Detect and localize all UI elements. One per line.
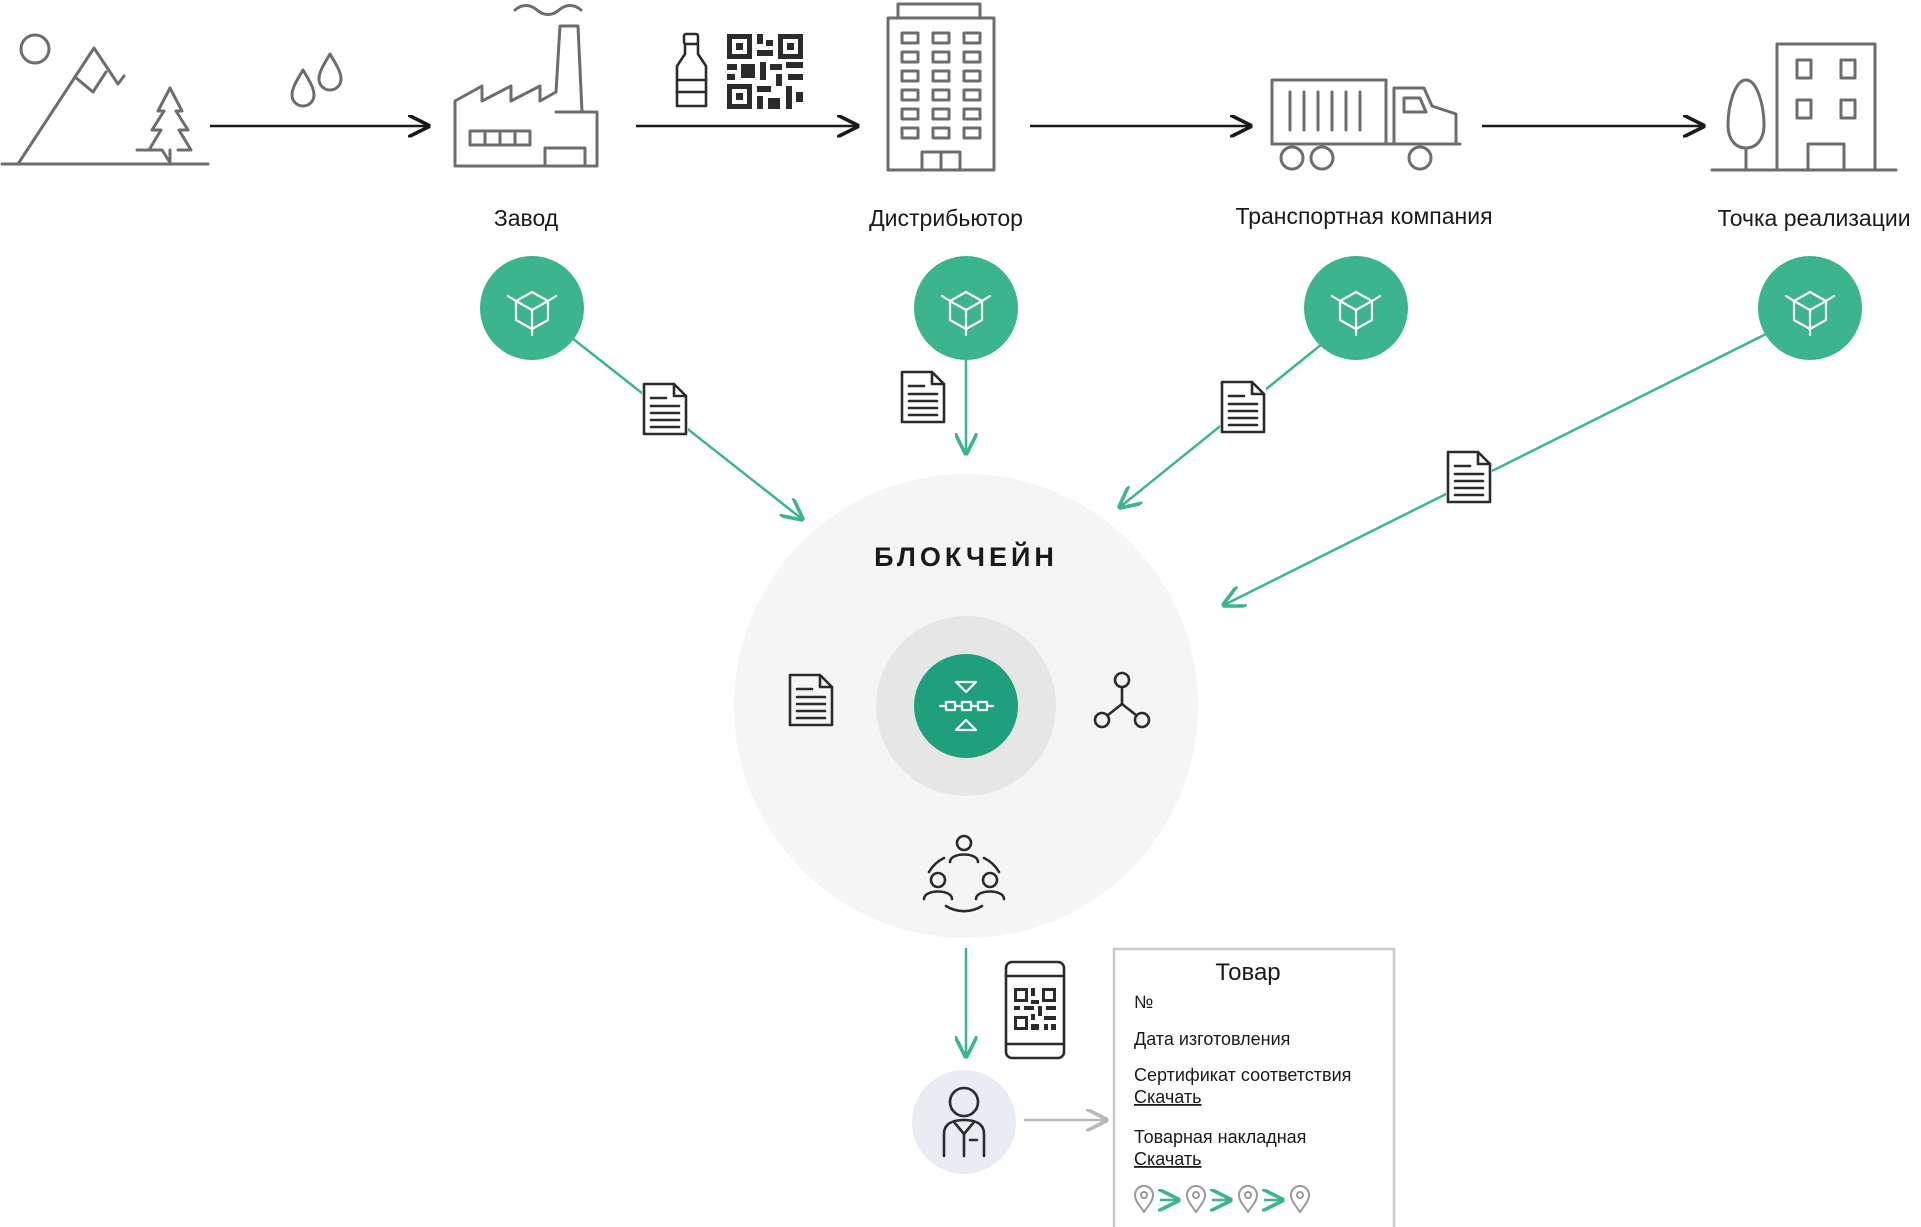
document-icon xyxy=(900,370,946,426)
cube-node-icon xyxy=(912,254,1020,362)
network-icon xyxy=(1093,671,1151,729)
blockchain-title: БЛОКЧЕЙН xyxy=(874,541,1058,572)
qr-code-icon xyxy=(727,34,803,109)
route-pins-icon xyxy=(1134,1185,1310,1213)
invoice-download-link[interactable]: Скачать xyxy=(1134,1149,1202,1169)
document-icon xyxy=(1446,450,1492,506)
certificate-label: Сертификат соответствия xyxy=(1134,1065,1351,1085)
office-building-icon xyxy=(886,2,996,172)
product-card xyxy=(1112,947,1396,1227)
stage-label-distributor: Дистрибьютор xyxy=(869,205,1023,231)
cube-node-icon xyxy=(478,254,586,362)
people-network-icon xyxy=(922,834,1006,913)
stage-label-factory: Завод xyxy=(494,205,559,231)
product-card-title: Товар xyxy=(1215,959,1280,986)
cube-node-icon xyxy=(1756,254,1864,362)
water-drops-icon xyxy=(290,52,343,108)
phone-qr-icon xyxy=(1004,960,1066,1060)
user-circle xyxy=(912,1070,1016,1174)
store-building-icon xyxy=(1710,42,1898,172)
factory-icon xyxy=(453,4,599,168)
truck-icon xyxy=(1270,78,1462,171)
mountain-tree-icon xyxy=(0,33,210,166)
document-icon xyxy=(642,382,688,438)
stage-label-retail: Точка реализации xyxy=(1717,205,1910,231)
product-number-label: № xyxy=(1134,992,1153,1012)
user-icon xyxy=(942,1086,986,1158)
bottle-icon xyxy=(675,32,708,108)
chain-icon xyxy=(938,680,995,732)
stage-label-transport: Транспортная компания xyxy=(1235,203,1492,229)
blockchain-core-circle xyxy=(914,654,1018,758)
document-icon xyxy=(1220,380,1266,436)
manufacture-date-label: Дата изготовления xyxy=(1134,1029,1290,1049)
certificate-download-link[interactable]: Скачать xyxy=(1134,1087,1202,1107)
invoice-label: Товарная накладная xyxy=(1134,1127,1306,1147)
record-arrow xyxy=(1224,330,1771,605)
